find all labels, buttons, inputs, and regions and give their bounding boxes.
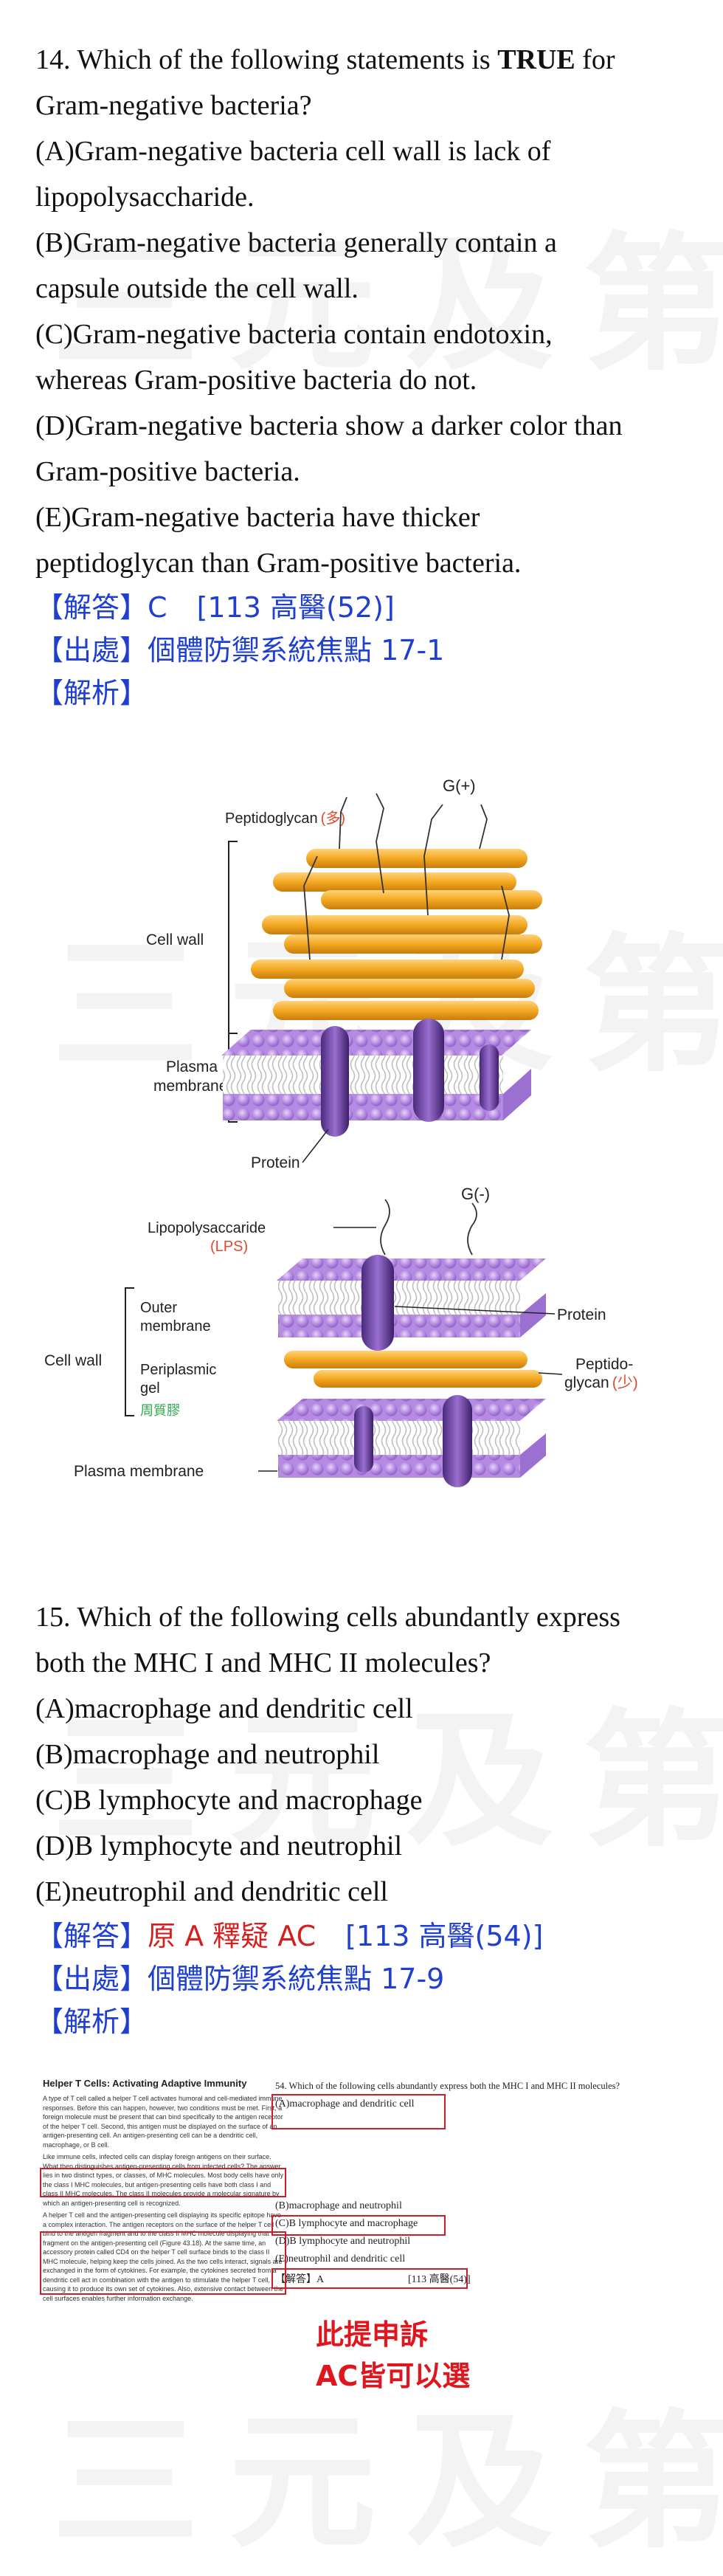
question-text: for	[575, 44, 615, 75]
question-14-stem-line-2: Gram-negative bacteria?	[35, 90, 312, 121]
answer-source: [113 高醫(54)]	[345, 1920, 544, 1952]
lps-label: Lipopolysaccaride	[148, 1220, 266, 1236]
gram-negative-title: G(-)	[461, 1185, 490, 1203]
emphasis-true: TRUE	[497, 44, 575, 75]
answer-label: 【解答】	[35, 1920, 148, 1952]
origin-label: 【出處】	[35, 1963, 148, 1995]
option-c-line-1: (C)Gram-negative bacteria contain endoto…	[35, 319, 553, 350]
appeal-note-line-1: 此提申訴	[316, 2318, 429, 2351]
outer-membrane-label-2: membrane	[140, 1318, 211, 1335]
option-a-line-2: lipopolysaccharide.	[35, 182, 255, 213]
origin-value: 個體防禦系統焦點 17-1	[148, 634, 445, 667]
cell-wall-diagram: G(+) Peptidoglycan(多) Cell wall Plasma m…	[44, 776, 638, 1487]
exam-answer: 【解答】A	[275, 2274, 325, 2285]
lps-abbreviation: (LPS)	[210, 1239, 248, 1255]
textbook-heading: Helper T Cells: Activating Adaptive Immu…	[43, 2078, 247, 2089]
cell-wall-label: Cell wall	[146, 931, 204, 948]
textbook-paragraph: A type of T cell called a helper T cell …	[43, 2095, 283, 2149]
highlight-box	[40, 2168, 286, 2197]
highlight-box	[271, 2094, 446, 2129]
periplasmic-label-1: Periplasmic	[140, 1362, 216, 1378]
option-b: (B)macrophage and neutrophil	[35, 1739, 380, 1770]
origin-row: 【出處】個體防禦系統焦點 17-9	[35, 1957, 699, 2000]
answer-row: 【解答】原 A 釋疑 AC [113 高醫(54)]	[35, 1915, 699, 1957]
outer-membrane	[277, 1258, 546, 1337]
periplasmic-label-zh: 周質膠	[140, 1403, 180, 1419]
outer-membrane-label-1: Outer	[140, 1300, 177, 1316]
explanation-screenshot: Helper T Cells: Activating Adaptive Immu…	[35, 2070, 699, 2462]
highlight-box	[40, 2231, 286, 2295]
option-e-line-2: peptidoglycan than Gram-positive bacteri…	[35, 548, 522, 579]
question-text: 14. Which of the following statements is	[35, 44, 498, 75]
question-15: 15. Which of the following cells abundan…	[35, 1594, 699, 2043]
gram-positive-title: G(+)	[443, 776, 476, 795]
option-d-line-2: Gram-positive bacteria.	[35, 456, 300, 487]
textbook-paragraph: A helper T cell and the antigen-presenti…	[43, 2211, 284, 2302]
peptidoglycan-label: Peptidoglycan(多)	[225, 810, 345, 827]
peptidoglycan-label-negative-2: glycan(少)	[564, 1374, 638, 1391]
protein-pointer	[302, 1129, 329, 1163]
option-b-line-2: capsule outside the cell wall.	[35, 273, 359, 304]
option-c-line-2: whereas Gram-positive bacteria do not.	[35, 365, 477, 396]
membrane-proteins	[321, 1019, 499, 1137]
thin-peptidoglycan	[284, 1351, 542, 1388]
protein-label: Protein	[251, 1154, 300, 1171]
highlight-box	[271, 2215, 446, 2236]
appeal-note-line-2: AC皆可以選	[316, 2360, 471, 2392]
option-e: (E)neutrophil and dendritic cell	[35, 1876, 388, 1907]
exam-question: 54. Which of the following cells abundan…	[275, 2081, 620, 2091]
cell-wall-label-negative: Cell wall	[44, 1352, 102, 1369]
plasma-membrane-label-1: Plasma	[166, 1058, 218, 1075]
question-14-stem: 14. Which of the following statements is…	[35, 37, 699, 83]
periplasmic-label-2: gel	[140, 1380, 160, 1397]
exam-source: [113 高醫(54)]	[408, 2274, 471, 2285]
option-a-line-1: (A)Gram-negative bacteria cell wall is l…	[35, 136, 551, 167]
inner-membrane	[277, 1399, 546, 1478]
explanation-label: 【解析】	[35, 677, 148, 709]
exam-option-a: (A)macrophage and dendritic cell	[275, 2098, 415, 2110]
option-d: (D)B lymphocyte and neutrophil	[35, 1831, 403, 1862]
porin-proteins	[354, 1255, 472, 1487]
textbook-excerpt: Helper T Cells: Activating Adaptive Immu…	[43, 2078, 286, 2306]
origin-row: 【出處】個體防禦系統焦點 17-1	[35, 629, 699, 672]
option-d-line-1: (D)Gram-negative bacteria show a darker …	[35, 410, 623, 441]
question-15-stem: 15. Which of the following cells abundan…	[35, 1602, 620, 1633]
cell-wall-figure: G(+) Peptidoglycan(多) Cell wall Plasma m…	[30, 738, 693, 1535]
origin-value: 個體防禦系統焦點 17-9	[148, 1963, 445, 1995]
answer-label: 【解答】	[35, 591, 148, 624]
exam-option-b: (B)macrophage and neutrophil	[275, 2200, 402, 2211]
question-14: 14. Which of the following statements is…	[35, 37, 699, 714]
cell-wall-bracket-negative	[125, 1287, 134, 1416]
exam-option-c: (C)B lymphocyte and macrophage	[275, 2218, 418, 2229]
answer-value: 原 A 釋疑 AC	[148, 1920, 316, 1952]
peptidoglycan-pointer-negative	[538, 1372, 563, 1375]
teichoic-acid-strands	[303, 793, 510, 960]
option-e-line-1: (E)Gram-negative bacteria have thicker	[35, 502, 480, 533]
peptidoglycan-layers	[251, 849, 542, 1020]
protein-pointer-negative	[394, 1306, 556, 1315]
appeal-note: 此提申訴 AC皆可以選	[316, 2314, 470, 2397]
explanation-label: 【解析】	[35, 2005, 148, 2038]
lps-chains	[380, 1199, 477, 1256]
exam-option-d: (D)B lymphocyte and neutrophil	[275, 2236, 411, 2247]
highlight-box	[271, 2268, 468, 2289]
protein-label-negative: Protein	[557, 1306, 606, 1323]
answer-row: 【解答】C [113 高醫(52)]	[35, 586, 699, 629]
plasma-membrane-label-2: membrane	[153, 1078, 227, 1095]
answer-source: [113 高醫(52)]	[196, 591, 395, 624]
option-c: (C)B lymphocyte and macrophage	[35, 1785, 423, 1816]
peptidoglycan-label-negative-1: Peptido-	[575, 1356, 633, 1373]
origin-label: 【出處】	[35, 634, 148, 667]
answer-value: C	[148, 591, 167, 624]
option-a: (A)macrophage and dendritic cell	[35, 1693, 413, 1724]
cell-wall-bracket	[228, 841, 238, 1034]
textbook-paragraph: Like immune cells, infected cells can di…	[43, 2153, 284, 2207]
exam-option-e: (E)neutrophil and dendritic cell	[275, 2253, 406, 2265]
question-15-stem-line-2: both the MHC I and MHC II molecules?	[35, 1647, 491, 1678]
option-b-line-1: (B)Gram-negative bacteria generally cont…	[35, 227, 557, 258]
plasma-membrane-label-negative: Plasma membrane	[74, 1463, 204, 1480]
